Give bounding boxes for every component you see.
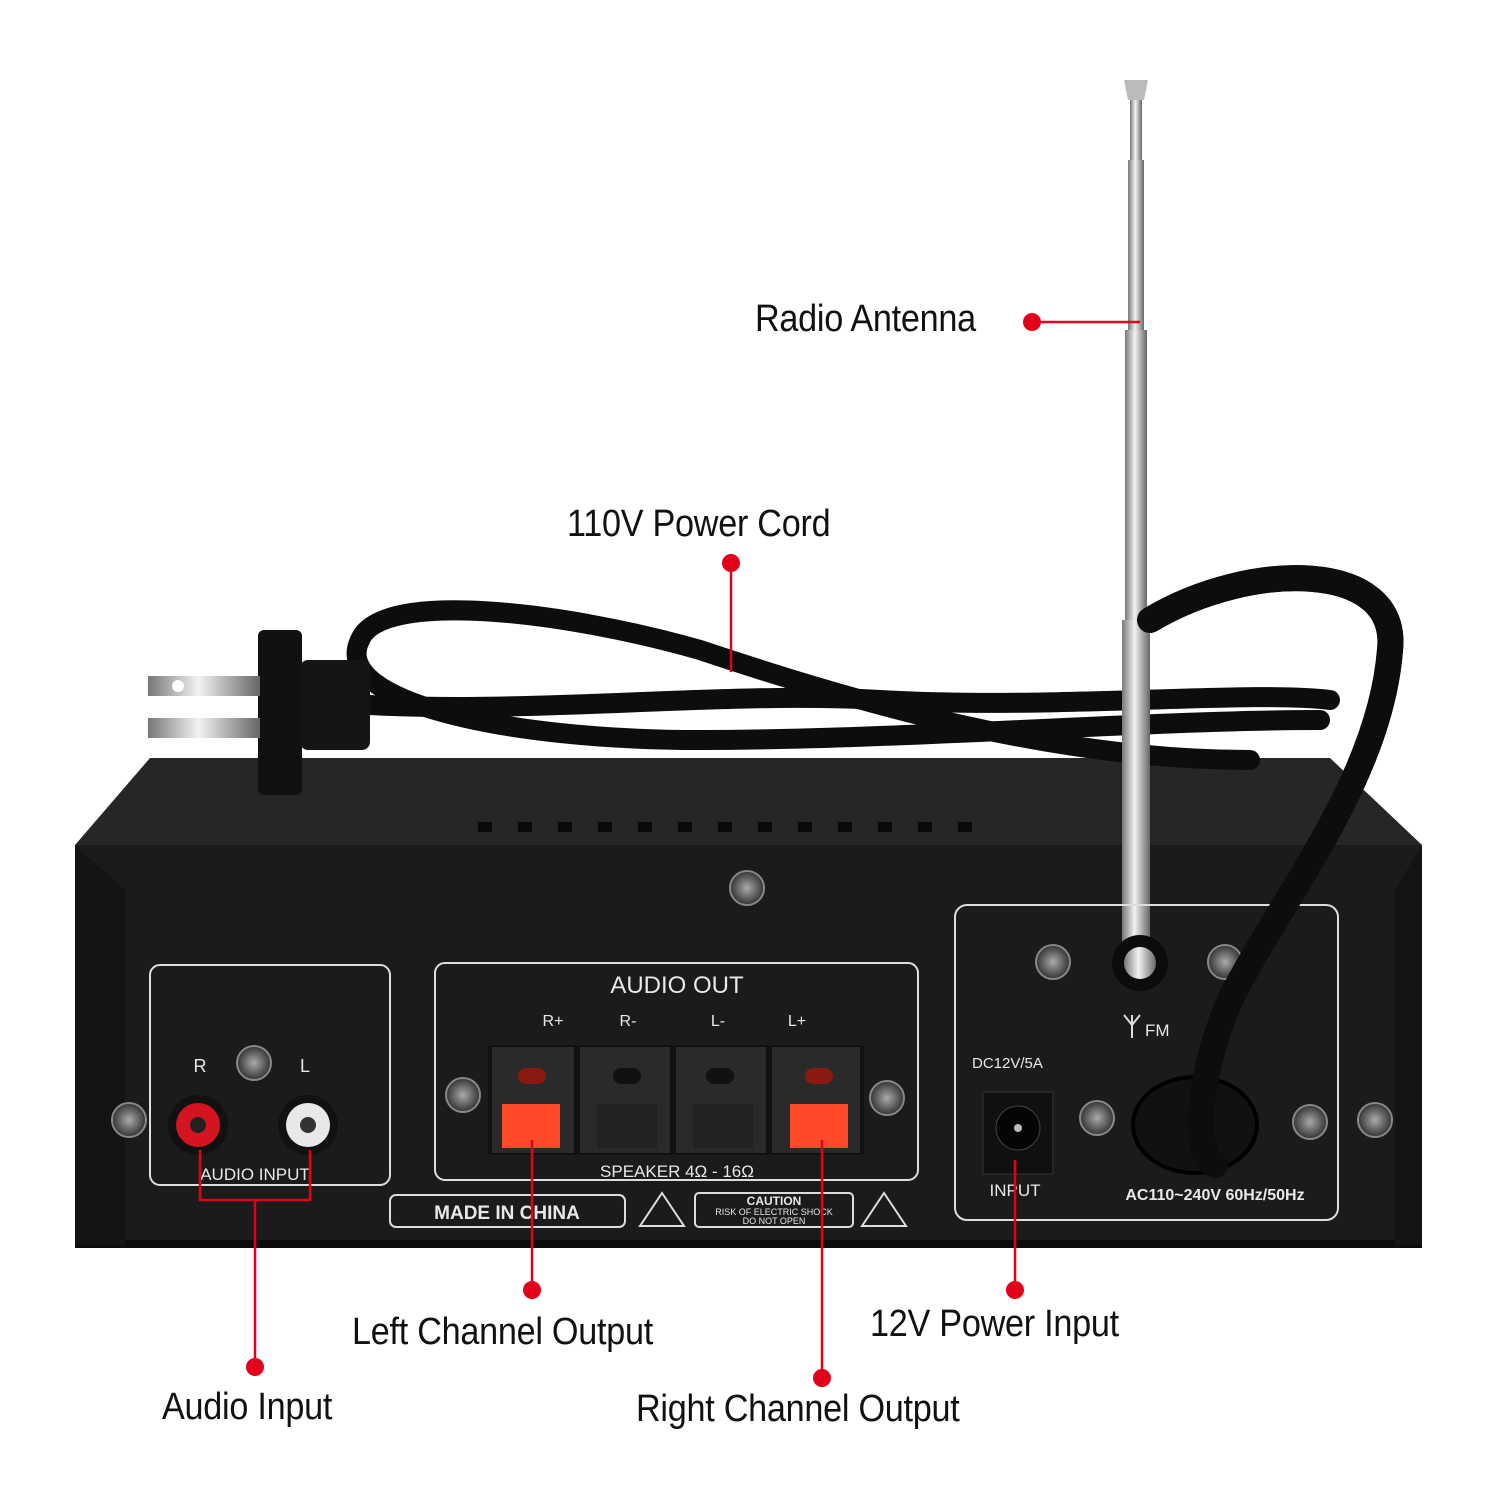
radio-antenna <box>1112 80 1168 991</box>
fm-label: FM <box>1145 1021 1170 1040</box>
terminal-label: L- <box>711 1013 725 1030</box>
rca-r-label: R <box>194 1056 207 1076</box>
dc-spec-label: DC12V/5A <box>972 1055 1043 1072</box>
caution-title: CAUTION <box>747 1194 802 1208</box>
speaker-terminal-l-minus[interactable] <box>676 1047 766 1153</box>
ac-spec-label: AC110~240V 60Hz/50Hz <box>1125 1187 1304 1204</box>
antenna-symbol-icon <box>1123 1014 1141 1038</box>
audio-input-label: AUDIO INPUT <box>200 1165 310 1184</box>
audio-input-panel: R L AUDIO INPUT <box>149 964 391 1186</box>
power-panel: FM DC12V/5A INPUT AC110~240V 60Hz/50Hz <box>954 904 1339 1221</box>
made-in-label: MADE IN CHINA <box>434 1203 580 1224</box>
speaker-terminal-r-plus[interactable] <box>492 1047 574 1153</box>
caution-line1: RISK OF ELECTRIC SHOCK <box>715 1207 833 1217</box>
speaker-terminal-r-minus[interactable] <box>580 1047 670 1153</box>
warning-icon <box>638 1191 686 1227</box>
amp-top-face <box>75 758 1422 845</box>
power-plug <box>148 630 370 795</box>
callout-power-cord: 110V Power Cord <box>567 503 831 545</box>
speaker-impedance-label: SPEAKER 4Ω - 16Ω <box>600 1162 754 1181</box>
callout-audio-input: Audio Input <box>162 1386 333 1428</box>
terminal-label: L+ <box>788 1013 806 1030</box>
callout-lines <box>198 313 1140 1387</box>
callout-right-channel: Right Channel Output <box>636 1388 960 1430</box>
rca-l-label: L <box>300 1056 310 1076</box>
screws <box>111 870 1393 1140</box>
shock-warning-icon <box>860 1191 908 1227</box>
terminal-label: R- <box>620 1013 637 1030</box>
vent-slots <box>478 822 972 832</box>
caution-line2: DO NOT OPEN <box>743 1216 806 1226</box>
speaker-terminal-l-plus[interactable] <box>772 1047 860 1153</box>
audio-out-panel: AUDIO OUT R+ R- L- L+ SPEAKER 4Ω - 16Ω <box>434 962 919 1181</box>
callout-radio-antenna: Radio Antenna <box>755 298 976 340</box>
callout-12v-power-input: 12V Power Input <box>870 1303 1119 1345</box>
callout-left-channel: Left Channel Output <box>352 1311 653 1353</box>
terminal-label: R+ <box>543 1013 564 1030</box>
audio-out-title: AUDIO OUT <box>610 972 744 999</box>
